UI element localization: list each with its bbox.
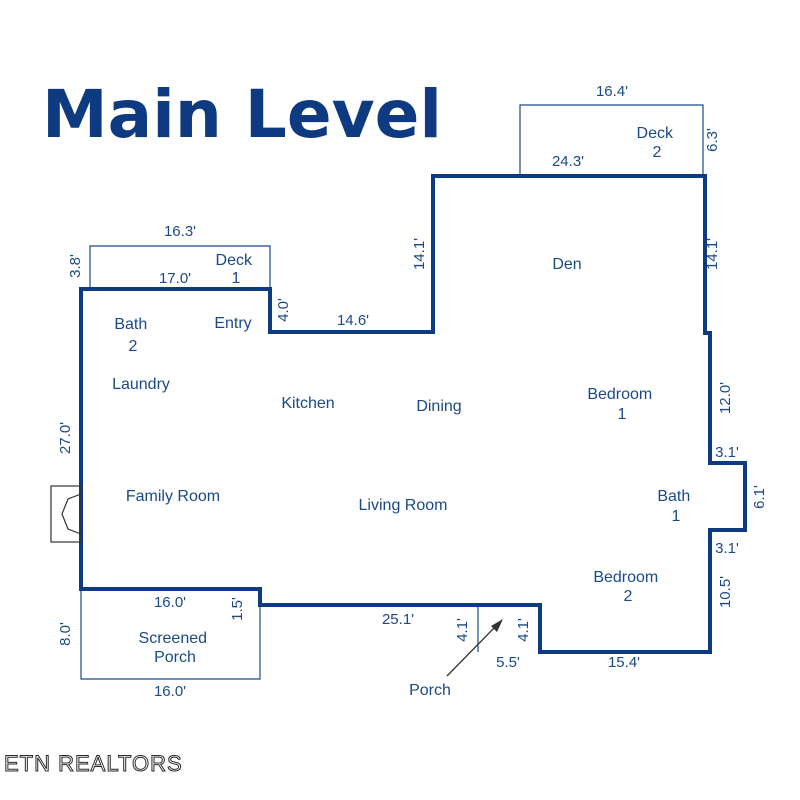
dim-den-right: 14.1': [704, 238, 721, 270]
dim-bedroom1-right: 12.0': [717, 382, 734, 414]
room-label-bath1: Bath 1: [657, 488, 694, 525]
dim-porch-left: 4.1': [454, 618, 471, 642]
dim-deck2-width: 16.4': [596, 83, 628, 100]
dim-left-wall: 27.0': [57, 422, 74, 454]
dim-deck2-depth: 6.3': [704, 128, 721, 152]
dim-porch-right: 4.1': [515, 618, 532, 642]
dim-porch-bottom: 5.5': [496, 654, 520, 671]
dim-screened-step: 1.5': [229, 597, 246, 621]
dim-screened-top: 16.0': [154, 594, 186, 611]
dim-den-top: 24.3': [552, 153, 584, 170]
dim-kitchen-wall: 14.6': [337, 312, 369, 329]
brand-logo: ETN REALTORS: [4, 751, 183, 776]
room-label-porch: Porch: [409, 682, 451, 699]
screened-porch-outline: [80, 589, 261, 680]
dim-deck1-depth: 3.8': [67, 254, 84, 278]
deck1-outline: [89, 245, 271, 289]
fireplace-icon: [50, 485, 82, 543]
dim-deck1-wall: 17.0': [159, 270, 191, 287]
room-label-family-room: Family Room: [126, 488, 220, 505]
room-label-screened-porch: Screened Porch: [139, 630, 212, 666]
deck2-outline: [519, 104, 704, 176]
room-label-den: Den: [552, 256, 581, 273]
dim-bath1-step-bottom: 3.1': [715, 540, 739, 557]
room-label-bedroom1: Bedroom 1: [587, 386, 656, 423]
room-label-entry: Entry: [214, 315, 251, 332]
dim-bedroom2-bottom: 15.4': [608, 654, 640, 671]
dim-bath1-bump: 6.1': [751, 485, 768, 509]
room-label-deck2: Deck 2: [637, 125, 678, 161]
room-label-kitchen: Kitchen: [281, 395, 334, 412]
dim-den-left: 14.1': [411, 238, 428, 270]
room-label-bedroom2: Bedroom 2: [593, 569, 662, 605]
dim-entry-step: 4.0': [275, 298, 292, 322]
dim-deck1-width: 16.3': [164, 223, 196, 240]
room-label-dining: Dining: [416, 398, 461, 415]
room-label-bath2: Bath 2: [114, 316, 151, 355]
room-label-deck1: Deck 1: [216, 252, 257, 287]
dim-screened-bottom: 16.0': [154, 683, 186, 700]
dim-screened-left: 8.0': [57, 622, 74, 646]
dim-living-bottom: 25.1': [382, 611, 414, 628]
dim-bath1-step-top: 3.1': [715, 444, 739, 461]
dim-bedroom2-right: 10.5': [717, 576, 734, 608]
room-label-living-room: Living Room: [359, 497, 448, 514]
porch-arrow-icon: [446, 619, 503, 677]
page-title: Main Level: [42, 76, 442, 153]
exterior-wall: [79, 174, 747, 654]
room-label-laundry: Laundry: [112, 376, 170, 393]
